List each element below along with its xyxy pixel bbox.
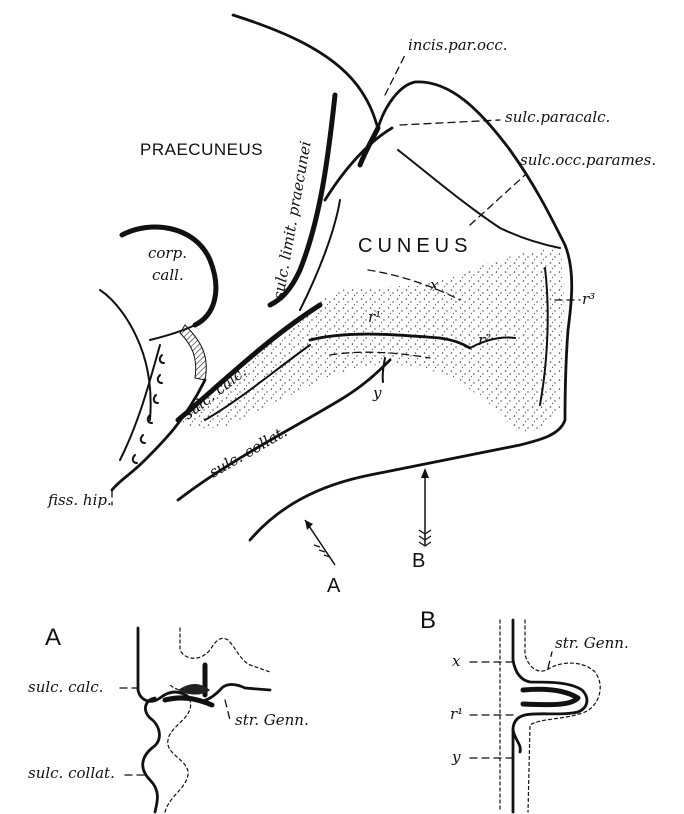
label-arrow-b: B xyxy=(412,550,425,572)
section-b-leader-genn xyxy=(548,652,552,668)
section-a-title: A xyxy=(45,624,61,651)
label-incis-par-occ: incis.par.occ. xyxy=(408,36,508,54)
label-cuneus: CUNEUS xyxy=(358,235,472,257)
label-fiss-hip: fiss. hip. xyxy=(47,491,112,509)
label-r3: r³ xyxy=(582,290,595,308)
arrow-b xyxy=(419,468,431,546)
section-a: A sulc. calc. str. Genn. sulc. collat. xyxy=(28,624,309,812)
splenium-hatching xyxy=(180,325,206,380)
section-b-label-x: x xyxy=(452,652,461,670)
fiss-hip-line xyxy=(112,380,205,490)
label-arrow-a: A xyxy=(327,575,341,597)
label-corp: corp. xyxy=(148,244,187,262)
section-b: B x str. Genn. r¹ y xyxy=(420,607,629,812)
label-r1: r¹ xyxy=(368,308,381,326)
section-a-leader-genn xyxy=(225,700,230,720)
label-r2: r² xyxy=(478,331,491,349)
section-b-title: B xyxy=(420,607,436,634)
label-y: y xyxy=(372,384,382,402)
section-b-label-r1: r¹ xyxy=(450,705,463,723)
label-sulc-occ-parames: sulc.occ.parames. xyxy=(520,151,656,169)
label-x: x xyxy=(430,276,439,294)
leader-paracalc xyxy=(400,120,500,125)
section-b-label-str-genn: str. Genn. xyxy=(555,634,629,652)
leader-parames xyxy=(470,175,525,225)
label-call: call. xyxy=(152,266,184,284)
section-b-fold-inner xyxy=(523,689,578,704)
label-praecuneus: PRAECUNEUS xyxy=(140,140,263,159)
section-a-label-sulc-collat: sulc. collat. xyxy=(28,764,115,782)
label-sulc-collat: sulc. collat. xyxy=(206,422,290,481)
section-b-label-y: y xyxy=(451,748,461,766)
label-sulc-limit-praecunei: sulc. limit. praecunei xyxy=(269,140,315,301)
section-a-label-str-genn: str. Genn. xyxy=(235,711,309,729)
arrow-a xyxy=(305,520,335,565)
section-a-inner-line xyxy=(143,698,160,812)
label-sulc-paracalc: sulc.paracalc. xyxy=(505,108,610,126)
stria-gennari-stipple xyxy=(178,248,564,432)
upper-contour xyxy=(233,15,378,128)
section-a-label-sulc-calc: sulc. calc. xyxy=(28,678,103,696)
main-figure: incis.par.occ. sulc.paracalc. sulc.occ.p… xyxy=(47,15,656,597)
